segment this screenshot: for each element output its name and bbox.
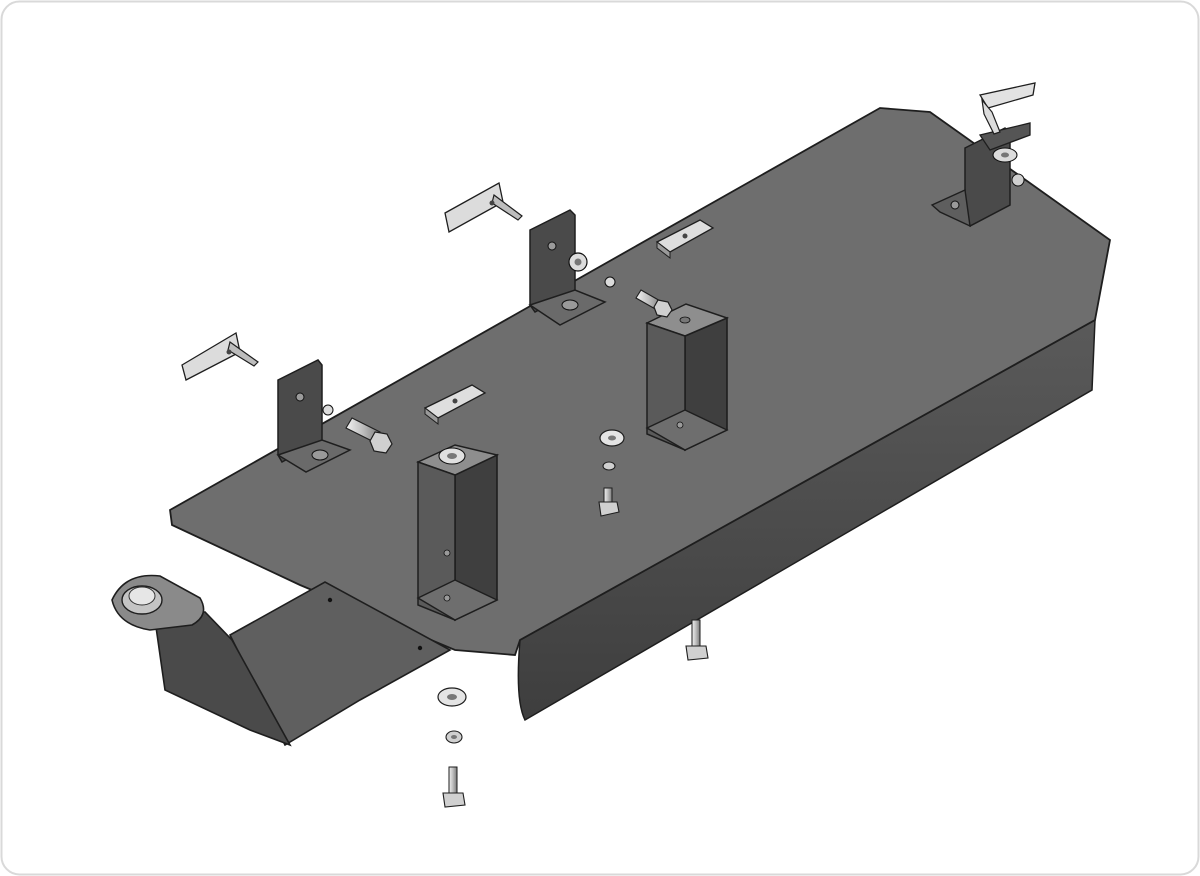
tow-eye-bracket: [111, 574, 292, 747]
bolt-lower-rear: [685, 619, 709, 661]
mounting-bracket-left: [276, 359, 352, 473]
mounting-bracket-rear: [930, 122, 1031, 228]
spacer-plate-left: [423, 384, 487, 426]
skid-plate: [169, 107, 1111, 656]
spacer-plate-center: [655, 219, 715, 260]
clip-rear: [978, 82, 1036, 135]
mounting-bracket-center: [528, 209, 616, 326]
bolt-lower-front: [442, 766, 466, 808]
washer-middle: [599, 429, 625, 471]
u-bracket-front: [416, 444, 500, 622]
bolt-lower-middle: [598, 487, 620, 517]
clip-center: [444, 182, 523, 233]
hex-bolt-left: [345, 417, 393, 454]
side-flange: [517, 318, 1096, 722]
u-bracket-middle: [645, 303, 730, 452]
hex-bolt-center: [635, 289, 673, 318]
clip-left: [181, 331, 259, 381]
washer-front: [437, 687, 467, 744]
